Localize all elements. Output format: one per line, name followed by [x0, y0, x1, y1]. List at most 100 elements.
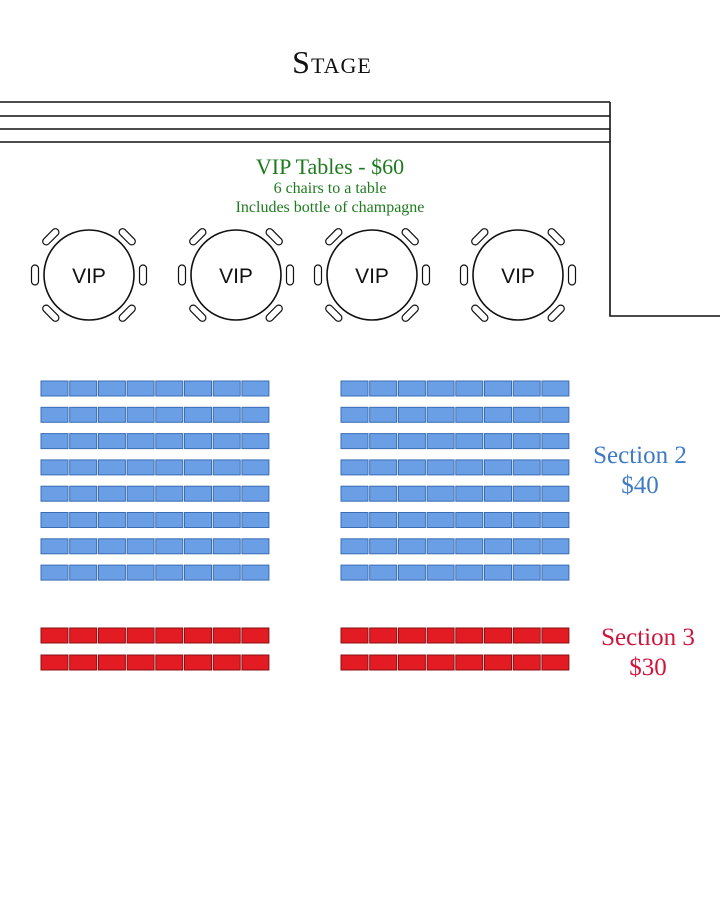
seat[interactable]	[541, 433, 570, 450]
seat[interactable]	[484, 538, 512, 555]
seat[interactable]	[340, 654, 369, 671]
seat[interactable]	[212, 538, 241, 555]
seat[interactable]	[184, 538, 212, 555]
seat[interactable]	[69, 406, 98, 423]
seat[interactable]	[512, 380, 541, 397]
seat[interactable]	[155, 538, 184, 555]
seat[interactable]	[40, 538, 69, 555]
seat[interactable]	[69, 627, 98, 644]
seat[interactable]	[40, 512, 69, 528]
seat[interactable]	[369, 512, 398, 528]
seat[interactable]	[369, 485, 398, 502]
seat[interactable]	[541, 459, 570, 476]
seat[interactable]	[97, 564, 126, 581]
seat[interactable]	[97, 538, 126, 555]
seat[interactable]	[426, 564, 455, 581]
seat[interactable]	[512, 564, 541, 581]
seat[interactable]	[541, 538, 570, 555]
seat[interactable]	[484, 627, 512, 644]
seat[interactable]	[455, 654, 484, 671]
seat[interactable]	[340, 485, 369, 502]
seat[interactable]	[126, 406, 155, 423]
seat[interactable]	[340, 380, 369, 397]
seat[interactable]	[155, 627, 184, 644]
seat[interactable]	[241, 654, 270, 671]
seat[interactable]	[541, 564, 570, 581]
seat[interactable]	[126, 512, 155, 528]
seat[interactable]	[40, 627, 69, 644]
seat[interactable]	[426, 433, 455, 450]
seat[interactable]	[184, 627, 212, 644]
seat[interactable]	[340, 433, 369, 450]
seat[interactable]	[512, 433, 541, 450]
seat[interactable]	[455, 380, 484, 397]
seat[interactable]	[97, 627, 126, 644]
seat[interactable]	[241, 380, 270, 397]
seat[interactable]	[541, 406, 570, 423]
seat[interactable]	[241, 433, 270, 450]
seat[interactable]	[340, 512, 369, 528]
seat[interactable]	[512, 627, 541, 644]
seat[interactable]	[541, 512, 570, 528]
seat[interactable]	[40, 433, 69, 450]
seat[interactable]	[126, 654, 155, 671]
seat[interactable]	[241, 406, 270, 423]
seat[interactable]	[126, 433, 155, 450]
seat[interactable]	[340, 627, 369, 644]
seat[interactable]	[455, 564, 484, 581]
seat[interactable]	[426, 485, 455, 502]
seat[interactable]	[484, 485, 512, 502]
seat[interactable]	[40, 406, 69, 423]
seat[interactable]	[212, 485, 241, 502]
seat[interactable]	[426, 380, 455, 397]
seat[interactable]	[397, 406, 426, 423]
seat[interactable]	[184, 380, 212, 397]
seat[interactable]	[369, 433, 398, 450]
seat[interactable]	[369, 654, 398, 671]
seat[interactable]	[241, 538, 270, 555]
seat[interactable]	[512, 459, 541, 476]
seat[interactable]	[512, 512, 541, 528]
seat[interactable]	[155, 512, 184, 528]
seat[interactable]	[212, 654, 241, 671]
seat[interactable]	[126, 564, 155, 581]
seat[interactable]	[69, 459, 98, 476]
seat[interactable]	[212, 459, 241, 476]
seat[interactable]	[512, 485, 541, 502]
seat[interactable]	[69, 512, 98, 528]
seat[interactable]	[212, 564, 241, 581]
seat[interactable]	[184, 654, 212, 671]
seat[interactable]	[184, 512, 212, 528]
seat[interactable]	[455, 433, 484, 450]
seat[interactable]	[69, 654, 98, 671]
seat[interactable]	[69, 380, 98, 397]
seat[interactable]	[155, 380, 184, 397]
seat[interactable]	[541, 380, 570, 397]
seat[interactable]	[455, 538, 484, 555]
seat[interactable]	[212, 380, 241, 397]
seat[interactable]	[97, 433, 126, 450]
seat[interactable]	[397, 512, 426, 528]
seat[interactable]	[397, 627, 426, 644]
seat[interactable]	[184, 485, 212, 502]
seat[interactable]	[155, 564, 184, 581]
seat[interactable]	[155, 459, 184, 476]
seat[interactable]	[40, 459, 69, 476]
seat[interactable]	[184, 406, 212, 423]
seat[interactable]	[241, 459, 270, 476]
seat[interactable]	[484, 433, 512, 450]
seat[interactable]	[426, 406, 455, 423]
seat[interactable]	[212, 433, 241, 450]
seat[interactable]	[97, 485, 126, 502]
seat[interactable]	[426, 538, 455, 555]
seat[interactable]	[155, 433, 184, 450]
seat[interactable]	[212, 406, 241, 423]
seat[interactable]	[241, 485, 270, 502]
seat[interactable]	[484, 654, 512, 671]
seat[interactable]	[241, 512, 270, 528]
seat[interactable]	[69, 538, 98, 555]
seat[interactable]	[69, 485, 98, 502]
seat[interactable]	[212, 627, 241, 644]
seat[interactable]	[97, 406, 126, 423]
seat[interactable]	[397, 380, 426, 397]
